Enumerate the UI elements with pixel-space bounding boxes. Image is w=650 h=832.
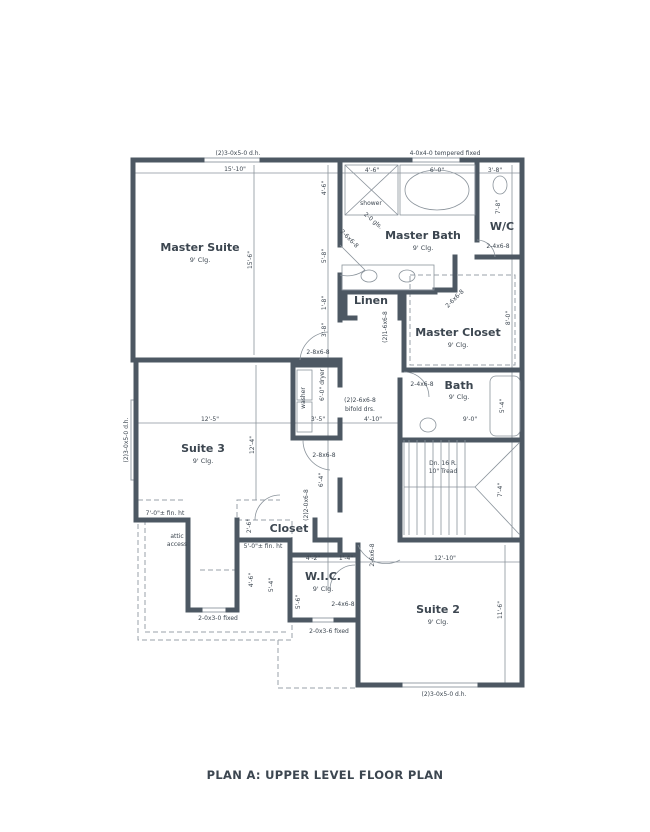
dimension-label: 5'-6" bbox=[295, 595, 302, 609]
ceiling-master-suite: 9' Clg. bbox=[190, 256, 211, 264]
attic-label: access bbox=[167, 541, 187, 548]
appliance-label: washer bbox=[300, 387, 307, 409]
room-closet: Closet bbox=[270, 522, 309, 535]
dimension-label: 15'-10" bbox=[224, 166, 246, 173]
doors bbox=[254, 239, 496, 591]
toilet bbox=[492, 175, 508, 195]
door-label: (2)1-6x6-8 bbox=[382, 311, 389, 343]
bathtub bbox=[399, 164, 476, 216]
dimension-label: 4'-6" bbox=[365, 167, 379, 174]
dimension-label: 12'-5" bbox=[201, 416, 219, 423]
room-master-bath: Master Bath bbox=[385, 229, 461, 242]
height-label: 5'-0"± fin. ht bbox=[244, 543, 283, 550]
dimension-label: 1'-4" bbox=[339, 555, 353, 562]
label-shower: shower bbox=[360, 200, 382, 207]
fixtures bbox=[296, 164, 521, 536]
door-label: bifold drs. bbox=[345, 406, 375, 413]
dimension-label: 2'-6" bbox=[246, 519, 253, 533]
height-label: 7'-0"± fin. ht bbox=[146, 510, 185, 517]
room-master-closet: Master Closet bbox=[415, 326, 501, 339]
door-label: 2-0 gls. bbox=[362, 211, 384, 231]
ceiling-suite3: 9' Clg. bbox=[193, 457, 214, 465]
ceiling-suite2: 9' Clg. bbox=[428, 618, 449, 626]
window-label: 2-0x3-0 fixed bbox=[198, 615, 238, 622]
ceiling-master-closet: 9' Clg. bbox=[448, 341, 469, 349]
walls bbox=[130, 157, 525, 688]
ceiling-wic: 9' Clg. bbox=[313, 585, 334, 593]
window-master-suite bbox=[201, 157, 263, 163]
window-wic bbox=[309, 617, 337, 623]
door-label: 2-4x6-8 bbox=[410, 381, 433, 388]
room-wic: W.I.C. bbox=[305, 570, 341, 583]
dimension-label: 11'-6" bbox=[497, 601, 504, 619]
window-master-bath bbox=[409, 157, 463, 163]
dimension-label: 7'-4" bbox=[497, 483, 504, 497]
stairs bbox=[403, 440, 521, 536]
dimension-label: 9'-0" bbox=[463, 416, 477, 423]
sink bbox=[419, 417, 437, 433]
window-attic bbox=[199, 607, 229, 613]
room-suite2: Suite 2 bbox=[416, 603, 460, 616]
window-label: 2-0x3-6 fixed bbox=[309, 628, 349, 635]
door-label: 2-4x6-8 bbox=[331, 601, 354, 608]
room-bath: Bath bbox=[445, 379, 474, 392]
door-label: (2)2-0x6-8 bbox=[303, 489, 310, 521]
tub bbox=[489, 375, 521, 437]
ceiling-master-bath: 9' Clg. bbox=[413, 244, 434, 252]
dimension-label: 3'-8" bbox=[488, 167, 502, 174]
dimension-label: 12'-10" bbox=[434, 555, 456, 562]
dimension-label: 3'-5" bbox=[311, 416, 325, 423]
door-label: 2-8x6-8 bbox=[306, 349, 329, 356]
dimension-label: 1'-8" bbox=[321, 296, 328, 310]
shower-stall bbox=[344, 164, 399, 216]
dimension-label: 6'-0" bbox=[430, 167, 444, 174]
stairs-label: Dn. 16 R. bbox=[429, 460, 457, 467]
dimension-label: 4'-6" bbox=[248, 573, 255, 587]
dimension-label: 5'-4" bbox=[499, 399, 506, 413]
dimension-label: 4'-10" bbox=[364, 416, 382, 423]
dimension-label: 3'-8" bbox=[321, 323, 328, 337]
vanity bbox=[341, 264, 435, 291]
room-suite3: Suite 3 bbox=[181, 442, 225, 455]
room-linen: Linen bbox=[354, 294, 388, 307]
room-master-suite: Master Suite bbox=[160, 241, 239, 254]
dimension-lines bbox=[133, 165, 520, 685]
dimension-label: 7'-8" bbox=[495, 200, 502, 214]
dimension-label: 12'-4" bbox=[249, 436, 256, 454]
dimension-label: 5'-4" bbox=[268, 578, 275, 592]
dimension-label: 4'-2" bbox=[306, 555, 320, 562]
dimension-label: 8'-0" bbox=[505, 311, 512, 325]
attic-outlines bbox=[137, 274, 516, 689]
dimension-label: 4'-6" bbox=[321, 181, 328, 195]
window-label: 4-0x4-0 tempered fixed bbox=[410, 150, 481, 157]
door-label: 2-8x6-8 bbox=[312, 452, 335, 459]
door-label: (2)2-6x6-8 bbox=[344, 397, 376, 404]
room-wc: W/C bbox=[490, 220, 514, 233]
door-label: 2-6x6-8 bbox=[369, 543, 376, 566]
attic-label: attic bbox=[170, 533, 183, 540]
plan-title: PLAN A: UPPER LEVEL FLOOR PLAN bbox=[207, 768, 444, 782]
dimension-label: 5'-8" bbox=[321, 249, 328, 263]
window-label: (2)3-0x5-0 d.h. bbox=[422, 691, 467, 698]
door-label: 2-4x6-8 bbox=[486, 243, 509, 250]
window-suite2 bbox=[399, 682, 481, 688]
dimension-label: 15'-6" bbox=[247, 251, 254, 269]
appliance-label: 6'-0" dryer bbox=[319, 368, 326, 401]
window-label: (2)3-0x5-0 d.h. bbox=[216, 150, 261, 157]
stairs-label: 10" Tread bbox=[429, 468, 458, 475]
ceiling-bath: 9' Clg. bbox=[449, 393, 470, 401]
window-label: (2)3-0x5-0 d.h. bbox=[123, 417, 130, 462]
annotations: (2)3-0x5-0 d.h. 4-0x4-0 tempered fixed (… bbox=[123, 150, 512, 698]
dimension-label: 6'-4" bbox=[318, 473, 325, 487]
